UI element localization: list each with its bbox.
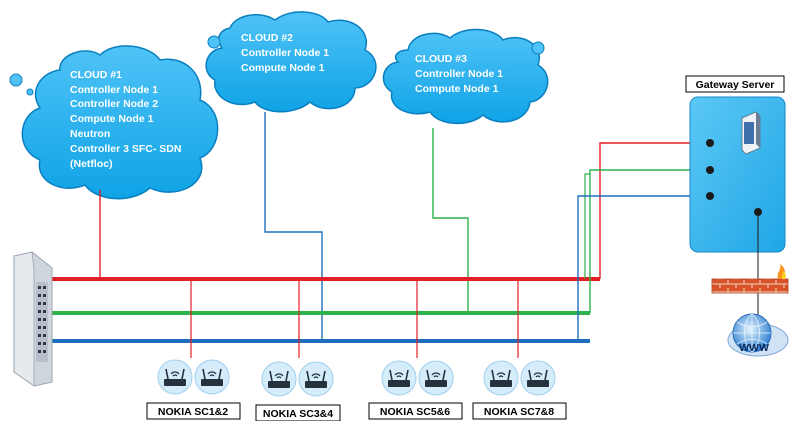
site-3-label: NOKIA SC5&6	[380, 406, 450, 418]
site-1-label: NOKIA SC1&2	[158, 406, 228, 418]
cloud-1-line-5: Controller 3 SFC- SDN	[70, 143, 181, 155]
site-3-box	[368, 402, 463, 420]
router-icon	[381, 360, 417, 396]
cloud-2-link	[264, 112, 323, 341]
cloud-bubble-tiny	[26, 88, 34, 96]
cloud-2	[205, 11, 377, 113]
router-icon	[418, 360, 454, 396]
cloud-3	[382, 28, 549, 125]
cloud-3-line-2: Compute Node 1	[415, 83, 499, 95]
cloud-bubble-small	[9, 73, 23, 87]
gateway-label-box	[685, 75, 785, 93]
cloud-1-line-6: (Netfloc)	[70, 158, 113, 170]
cloud-3-link	[432, 128, 469, 313]
globe-label: WWW	[739, 342, 769, 354]
cloud-1-line-2: Controller Node 2	[70, 98, 158, 110]
router-icon	[483, 360, 519, 396]
cloud-3-title: CLOUD #3	[415, 53, 467, 65]
cloud-1-title: CLOUD #1	[70, 69, 122, 81]
gateway-port-3	[706, 192, 714, 200]
site-2-label: NOKIA SC3&4	[263, 408, 333, 420]
cloud-1	[9, 45, 219, 200]
gateway-server-box	[689, 96, 786, 253]
site-2-box	[255, 404, 341, 421]
site-4-box	[472, 402, 567, 420]
router-icon	[261, 361, 297, 397]
gateway-port-1	[706, 139, 714, 147]
gateway-port-2	[706, 166, 714, 174]
cloud-1-line-4: Neutron	[70, 128, 110, 140]
cloud-3-line-1: Controller Node 1	[415, 68, 503, 80]
cloud-bubble-small	[531, 41, 545, 55]
router-icon	[194, 359, 230, 395]
cloud-1-line-3: Compute Node 1	[70, 113, 154, 125]
router-icons	[157, 359, 556, 397]
gateway-link-red	[599, 142, 710, 279]
gateway-link-blue	[577, 195, 710, 341]
router-icon	[298, 361, 334, 397]
cloud-2-line-2: Compute Node 1	[241, 62, 325, 74]
server-icon	[741, 111, 761, 155]
switch-icon	[13, 251, 53, 387]
globe-icon	[727, 313, 789, 357]
cloud-1-line-1: Controller Node 1	[70, 84, 158, 96]
firewall-icon	[711, 264, 789, 294]
router-icon	[520, 360, 556, 396]
cloud-2-line-1: Controller Node 1	[241, 47, 329, 59]
gateway-link-green	[589, 169, 710, 313]
site-4-label: NOKIA SC7&8	[484, 406, 554, 418]
router-icon	[157, 359, 193, 395]
site-1-box	[146, 402, 241, 420]
cloud-bubble-small	[207, 35, 221, 49]
gateway-link-green-inner	[584, 173, 590, 279]
gateway-label: Gateway Server	[696, 79, 775, 91]
cloud-2-title: CLOUD #2	[241, 32, 293, 44]
